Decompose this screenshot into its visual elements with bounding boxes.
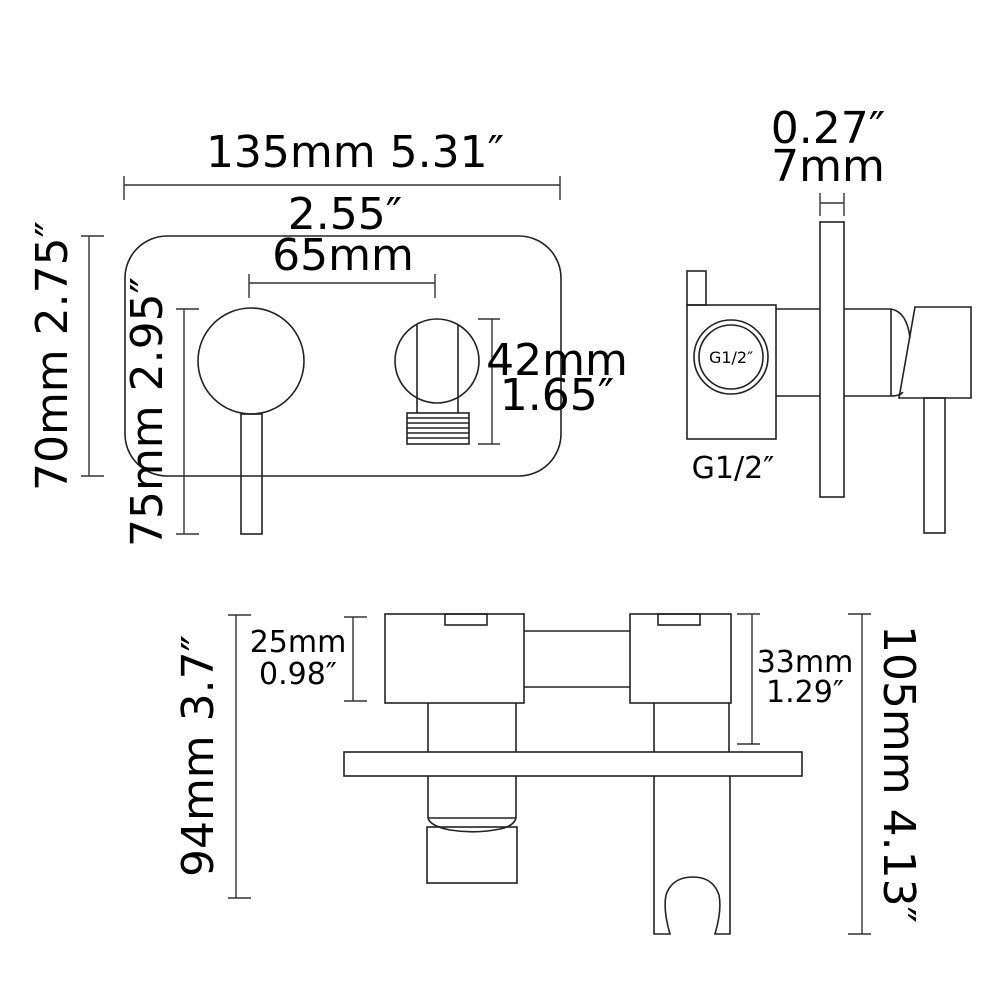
inlet-outer-ring <box>693 319 769 395</box>
handle-knob <box>197 307 305 415</box>
inlet-block <box>686 304 777 440</box>
spacing-label-mm: 65mm <box>272 230 414 281</box>
outlet-height-mm: 42mm <box>486 335 628 386</box>
top-depth-label: 94mm 3.7″ <box>173 635 224 877</box>
overall-label: 105mm 4.13″ <box>873 625 924 923</box>
valve-body-mm: 25mm <box>250 625 347 660</box>
inlet-label: G1/2″ <box>692 451 775 486</box>
side-lever <box>923 397 946 534</box>
outlet-body <box>629 613 732 704</box>
inlet-inner-label: G1/2″ <box>709 348 753 367</box>
valve-body <box>384 613 525 704</box>
handle-height-label: 75mm 2.95″ <box>122 277 173 547</box>
outlet-height-in: 1.65″ <box>500 370 614 421</box>
top-plate <box>343 751 803 777</box>
outlet-body-mm: 33mm <box>757 645 854 680</box>
side-handle <box>898 306 972 399</box>
plate-thickness-mm: 7mm <box>771 141 885 192</box>
top-handle <box>426 826 518 884</box>
spacing-label-in: 2.55″ <box>288 189 402 240</box>
outlet-body-in: 1.29″ <box>766 675 844 710</box>
top-view: 94mm 3.7″ 25mm 0.98″ 33mm 1.29″ <box>173 613 924 935</box>
front-height-label: 70mm 2.75″ <box>27 221 78 491</box>
handle-lever <box>240 413 263 535</box>
front-view: 135mm 5.31″ 2.55″ 65mm 70mm 2.75″ 75mm 2… <box>27 127 628 547</box>
cover-plate <box>124 235 562 477</box>
valve-body-in: 0.98″ <box>259 657 337 692</box>
plate-thickness-in: 0.27″ <box>771 103 885 154</box>
inlet-inner-ring <box>698 324 764 390</box>
front-width-label: 135mm 5.31″ <box>206 127 504 178</box>
hose-holder <box>653 776 731 935</box>
outlet-holder <box>394 318 480 404</box>
side-plate <box>819 221 845 498</box>
side-view: 0.27″ 7mm G1/2″ G1/2″ <box>686 103 972 534</box>
